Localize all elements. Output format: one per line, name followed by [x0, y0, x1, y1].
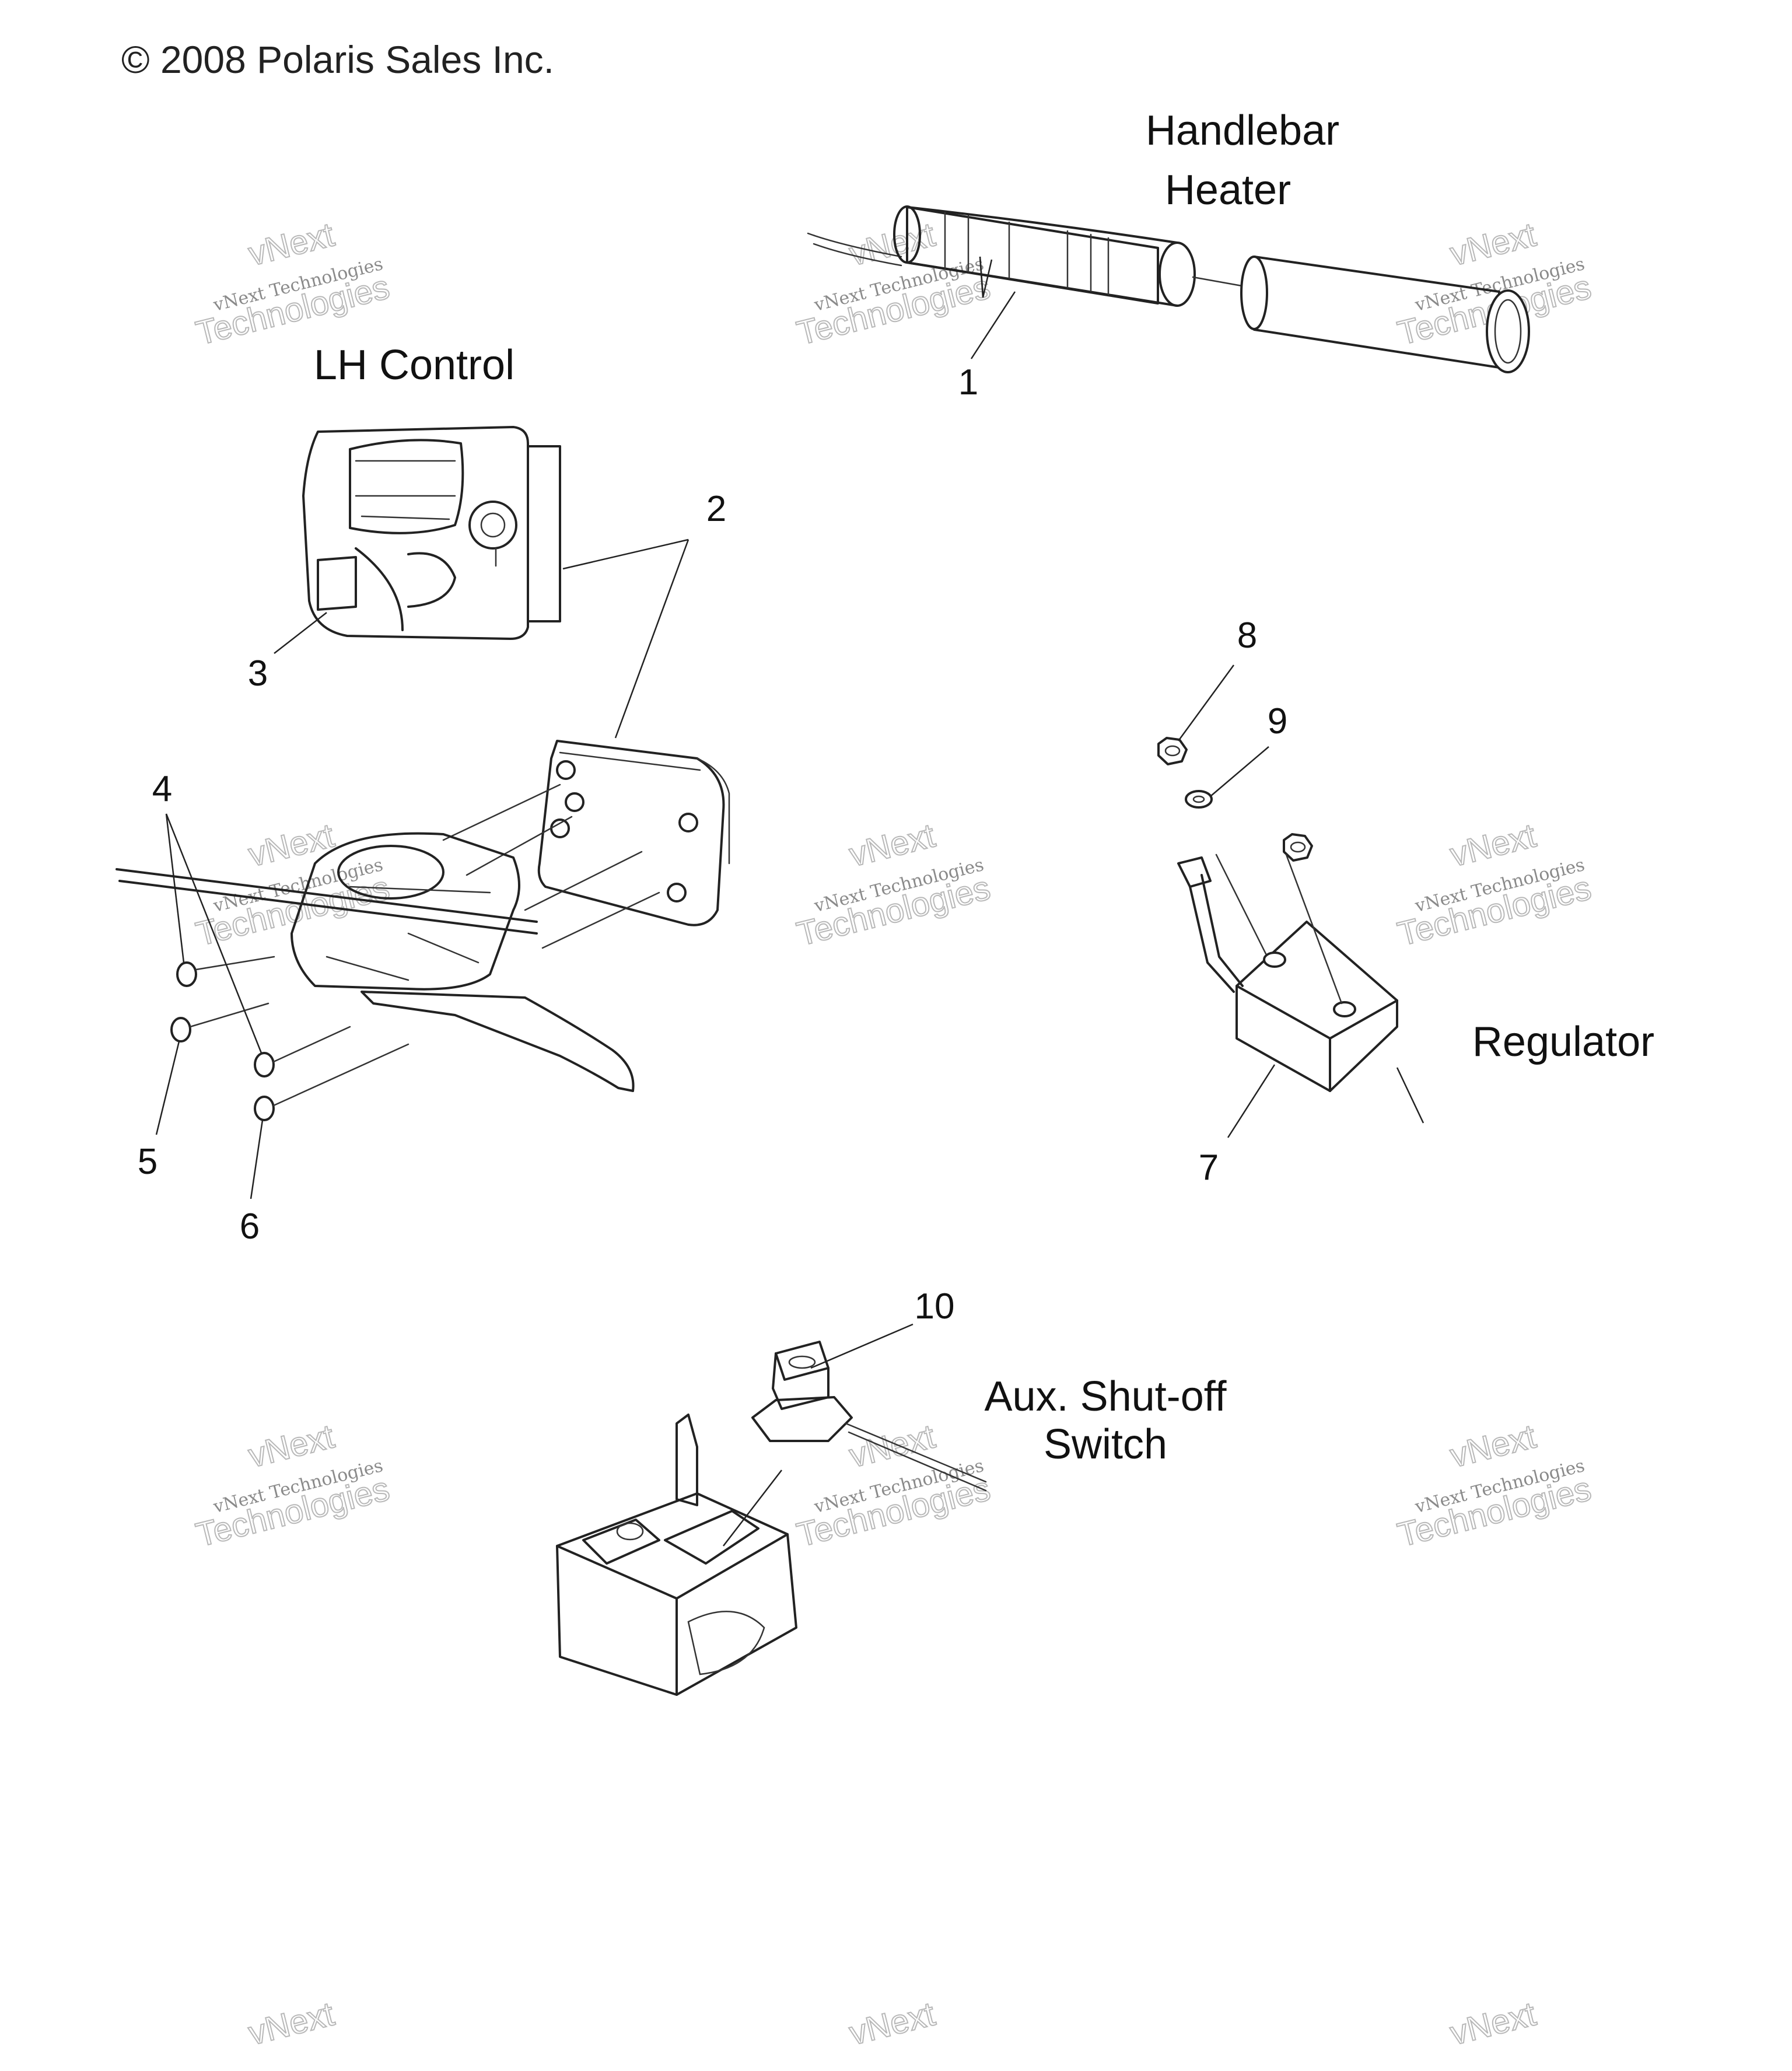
watermark: vNext vNext Technologies Technologies — [192, 215, 394, 353]
svg-text:vNext: vNext — [1447, 1417, 1540, 1475]
svg-text:vNext: vNext — [846, 1417, 939, 1475]
handlebar-tube-icon — [1240, 256, 1530, 373]
callout-4: 4 — [152, 769, 172, 809]
label-lh-control: LH Control — [314, 342, 514, 389]
label-aux-switch: Aux. Shut-off — [985, 1373, 1227, 1420]
aux-switch-icon — [751, 1341, 987, 1492]
hex-nut-icon — [1157, 737, 1313, 862]
leader-8 — [1177, 664, 1235, 741]
leader-6 — [250, 1120, 264, 1199]
svg-text:vNext: vNext — [1447, 1995, 1540, 2052]
watermark: vNext vNext Technologies Technologies — [793, 816, 995, 954]
leader-reg — [1396, 1067, 1424, 1124]
leader-5 — [155, 1041, 180, 1135]
callout-10: 10 — [915, 1286, 955, 1327]
brake-lever-assembly-icon — [116, 740, 730, 1092]
leader-7 — [1227, 1064, 1276, 1138]
screw-icon — [170, 956, 410, 1121]
callout-7: 7 — [1199, 1148, 1219, 1188]
watermark: vNext vNext Technologies Technologies — [1394, 1416, 1595, 1555]
leader-1c — [982, 259, 993, 298]
leader-1d — [970, 291, 1016, 359]
heater-grip-icon — [807, 205, 1250, 307]
svg-text:vNext: vNext — [1447, 215, 1540, 273]
leader-2b — [614, 539, 690, 739]
svg-text:vNext: vNext — [245, 816, 338, 874]
svg-text:vNext: vNext — [846, 816, 939, 874]
switch-bracket-icon — [556, 1414, 797, 1696]
leader-4b — [165, 813, 262, 1054]
callout-6: 6 — [240, 1206, 260, 1247]
callout-2: 2 — [706, 489, 726, 529]
watermark: vNext — [244, 1994, 339, 2053]
svg-text:vNext: vNext — [245, 215, 338, 273]
watermark: vNext — [1446, 1994, 1541, 2053]
callout-9: 9 — [1268, 701, 1287, 741]
regulator-box-icon — [1177, 853, 1398, 1092]
lh-control-housing-icon — [302, 426, 561, 640]
leader-4a — [165, 813, 185, 963]
watermark: vNext vNext Technologies Technologies — [793, 215, 995, 353]
leader-1b — [979, 256, 984, 298]
leader-10b — [723, 1470, 782, 1547]
label-regulator: Regulator — [1472, 1019, 1654, 1065]
leader-3 — [274, 612, 327, 654]
leader-9 — [1210, 746, 1269, 797]
callout-5: 5 — [138, 1142, 158, 1182]
label-handlebar-heater-2: Heater — [1165, 167, 1291, 214]
leader-10 — [810, 1323, 914, 1369]
svg-text:vNext: vNext — [846, 1995, 939, 2052]
leader-2a — [562, 538, 689, 570]
copyright-text: © 2008 Polaris Sales Inc. — [121, 38, 554, 81]
callout-8: 8 — [1237, 615, 1257, 656]
callout-3: 3 — [248, 653, 268, 694]
svg-text:vNext: vNext — [245, 1995, 338, 2052]
svg-text:vNext: vNext — [245, 1417, 338, 1475]
callout-1: 1 — [958, 362, 978, 403]
watermark: vNext vNext Technologies Technologies — [192, 1416, 394, 1555]
watermark-grid: vNext vNext Technologies Technologies vN… — [192, 215, 1595, 2053]
watermark: vNext — [845, 1994, 940, 2053]
watermark: vNext vNext Technologies Technologies — [1394, 816, 1595, 954]
label-aux-switch-2: Switch — [1044, 1421, 1167, 1468]
label-handlebar-heater: Handlebar — [1146, 107, 1339, 154]
lock-washer-icon — [1185, 790, 1213, 809]
svg-text:vNext: vNext — [1447, 816, 1540, 874]
